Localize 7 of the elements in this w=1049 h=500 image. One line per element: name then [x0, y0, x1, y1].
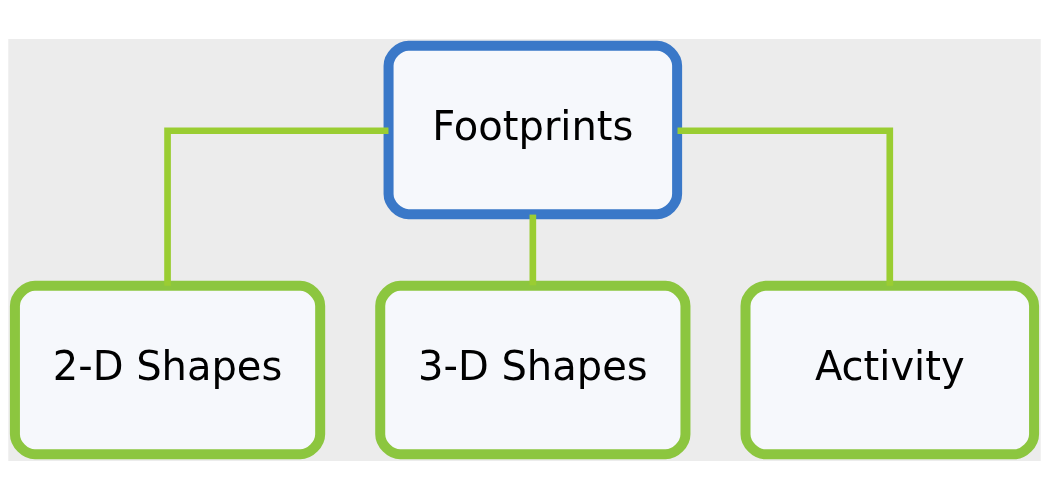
- node-box: Activity: [740, 280, 1040, 460]
- connector: [529, 214, 537, 286]
- connector: [677, 127, 894, 286]
- node-box: 3-D Shapes: [375, 280, 691, 460]
- connector: [164, 127, 389, 286]
- node-box: Footprints: [383, 40, 683, 220]
- node-box: 2-D Shapes: [9, 280, 326, 460]
